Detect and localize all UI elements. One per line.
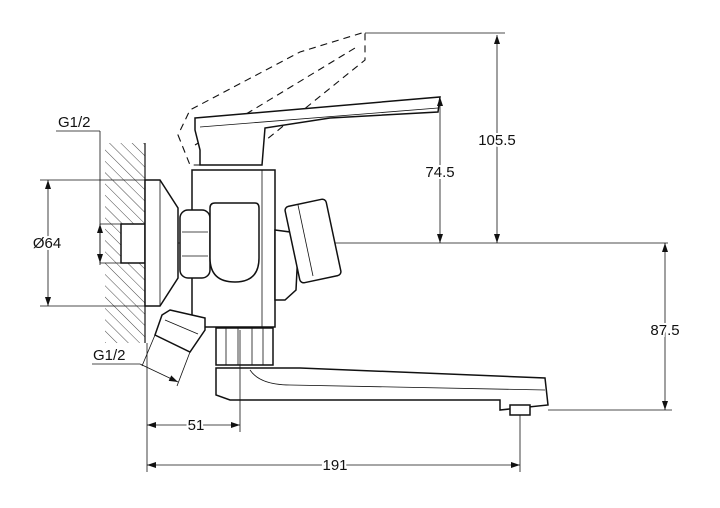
angled-inlet (154, 309, 206, 353)
dim-label-191: 191 (322, 457, 347, 474)
dimension-51: 51 (146, 330, 241, 472)
flange-outline (144, 179, 179, 307)
body-window (209, 202, 260, 283)
dim-label-74-5: 74.5 (425, 164, 454, 181)
dim-label-diameter: Ø64 (33, 235, 61, 252)
hex-nut (179, 209, 211, 279)
spout-outline (215, 367, 549, 411)
diverter-edge (297, 204, 314, 277)
inlet-outline (154, 309, 206, 353)
wall-stub-pipe (120, 223, 146, 264)
extension-line (141, 334, 156, 367)
wall-flange (144, 179, 179, 307)
extension-line (176, 351, 191, 387)
diverter-knob (274, 198, 342, 301)
dimension-line (139, 363, 179, 383)
dim-label-105-5: 105.5 (478, 132, 516, 149)
callout-inlet-bottom: G1/2 (92, 334, 191, 387)
nut-outline (179, 209, 211, 279)
inlet-edge (164, 319, 199, 335)
dimension-87-5: 87.5 (548, 243, 682, 411)
dim-label-51: 51 (188, 417, 205, 434)
dimension-74-5: 74.5 (423, 97, 457, 243)
outlet-nut (215, 327, 274, 366)
spout (215, 367, 549, 416)
spout-contour (249, 369, 546, 391)
diverter-cap (284, 198, 342, 284)
lever-open-outline (177, 31, 366, 166)
lever-outline (194, 96, 441, 166)
dim-label-87-5: 87.5 (650, 322, 679, 339)
dimension-105-5: 105.5 (365, 32, 518, 243)
aerator (509, 404, 531, 416)
dimension-191: 191 (147, 415, 521, 476)
outlet-nut-outline (215, 327, 274, 366)
label-g12-top: G1/2 (58, 114, 91, 131)
callout-inlet-top: G1/2 (56, 114, 121, 265)
lever-handle (194, 96, 441, 166)
label-g12-bottom: G1/2 (93, 347, 126, 364)
lever-edge (199, 107, 439, 128)
